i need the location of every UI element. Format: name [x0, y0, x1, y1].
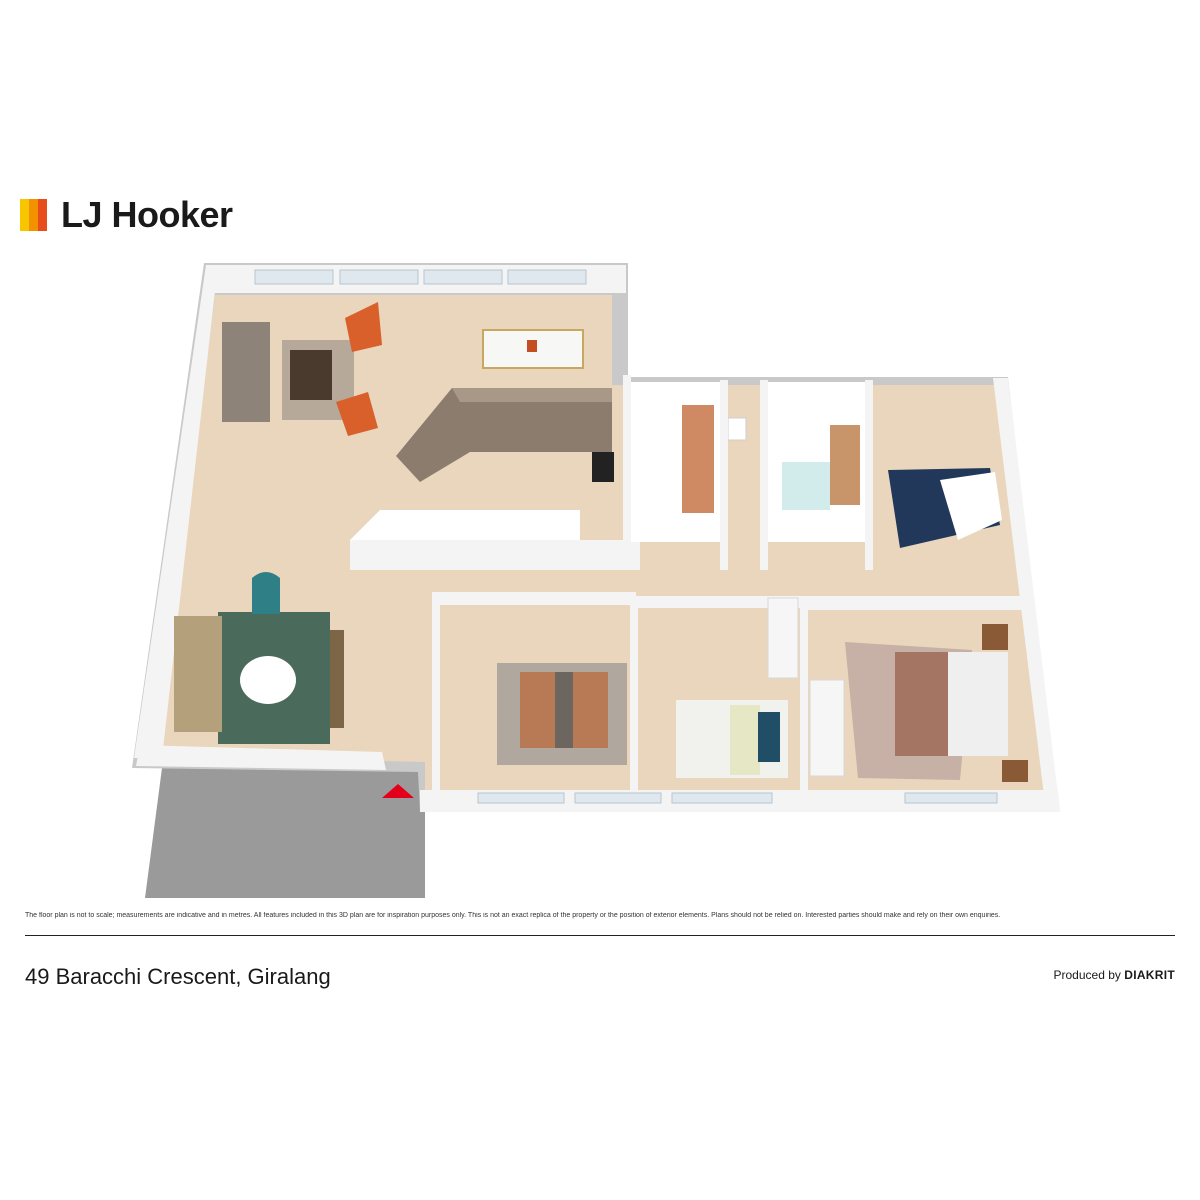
bed-sheet-top — [940, 472, 1002, 540]
brand-mark-icon — [20, 199, 47, 231]
bed-2-stripe — [555, 672, 573, 748]
armchair-orange-2 — [336, 392, 378, 436]
kitchen-divider-wall — [350, 540, 640, 570]
produced-by-label: Produced by — [1053, 968, 1121, 982]
brand-bar-red — [38, 199, 47, 231]
brand-name: LJ Hooker — [61, 194, 233, 235]
disclaimer: The floor plan is not to scale; measurem… — [25, 912, 1001, 919]
brand-bar-orange — [29, 199, 38, 231]
tv-cabinet — [330, 630, 344, 728]
round-table — [240, 656, 296, 704]
producer-name: DIAKRIT — [1124, 968, 1175, 982]
shower-glass — [782, 462, 830, 510]
kitchen-island — [396, 388, 612, 482]
laundry-bench — [682, 405, 714, 513]
sofa-family — [174, 616, 222, 732]
right-wall — [993, 378, 1060, 812]
bed-3-throw — [730, 705, 760, 775]
partition-walls — [432, 375, 1034, 796]
sofa-lounge — [222, 322, 270, 422]
kitchen-return — [350, 510, 580, 540]
brand-logo: LJ Hooker — [20, 194, 233, 235]
property-address: 49 Baracchi Crescent, Giralang — [25, 964, 331, 989]
bathroom-vanity — [830, 425, 860, 505]
bed-3-pillow — [758, 712, 780, 762]
entry-arrow-icon — [382, 784, 414, 798]
outdoor-deck — [145, 768, 425, 898]
divider — [25, 935, 1175, 936]
toilet — [727, 417, 747, 441]
left-wall — [134, 265, 218, 758]
brand-bar-yellow — [20, 199, 29, 231]
robe-bed3 — [767, 597, 799, 679]
coffee-table — [290, 350, 332, 400]
bedside-table-2 — [1002, 760, 1028, 782]
family-bottom-wall — [136, 745, 386, 770]
armchair-orange-1 — [345, 302, 382, 352]
producer-credit: Produced by DIAKRIT — [1054, 968, 1176, 982]
robe-bed4 — [809, 679, 845, 777]
top-windows — [254, 269, 587, 285]
cooktop — [592, 452, 614, 482]
bedside-table-1 — [982, 624, 1008, 650]
armchair-teal — [252, 572, 280, 614]
kitchen-bench-top — [452, 388, 612, 402]
bottom-windows — [477, 792, 998, 804]
bed-4-sheet — [948, 652, 1008, 756]
centerpiece — [527, 340, 537, 352]
